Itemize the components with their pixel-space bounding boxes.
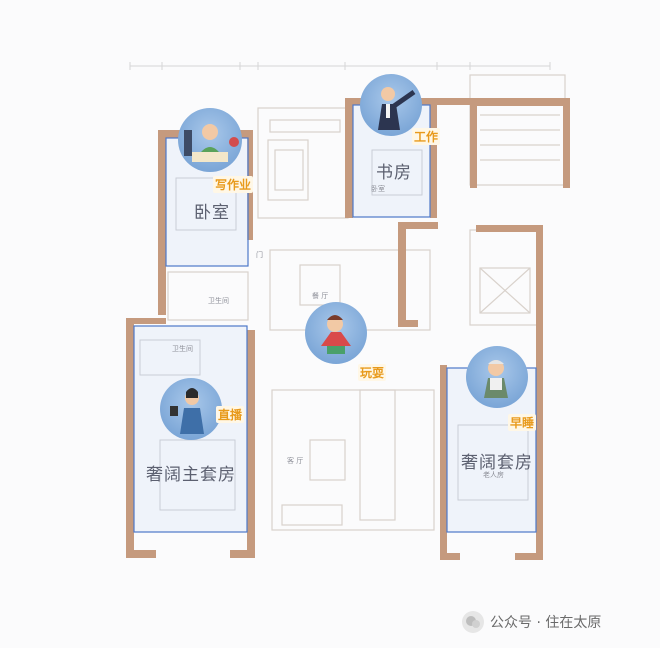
homework-tag: 写作业 — [213, 176, 254, 193]
walls — [126, 98, 570, 560]
play-bubble — [305, 302, 367, 364]
wechat-icon — [462, 611, 484, 633]
study-sub-label: 卧室 — [371, 185, 385, 193]
dimension-marks — [129, 62, 551, 70]
furniture — [139, 149, 529, 511]
work-bubble — [360, 74, 422, 136]
sleep-tag: 早睡 — [508, 414, 537, 431]
dining-label: 餐 厅 — [312, 292, 329, 300]
master-suite-label: 奢阔主套房 — [146, 465, 236, 485]
bathroom-master-label: 卫生间 — [172, 345, 193, 353]
play-tag: 玩耍 — [358, 364, 387, 381]
livestream-tag: 直播 — [216, 406, 245, 423]
watermark-text: 公众号 · 住在太原 — [490, 615, 602, 631]
bedroom-label: 卧室 — [194, 203, 230, 223]
suite-sub-label: 老人房 — [483, 471, 504, 479]
study-label: 书房 — [376, 163, 412, 183]
suite-label: 奢阔套房 — [461, 453, 533, 473]
living-label: 客 厅 — [287, 457, 304, 465]
watermark: 公众号 · 住在太原 — [462, 610, 601, 634]
bathroom-upper-label: 卫生间 — [208, 297, 229, 305]
livestream-bubble — [160, 378, 222, 440]
door-label: 门 — [256, 251, 263, 259]
work-tag: 工作 — [412, 128, 441, 145]
sleep-bubble — [466, 346, 528, 408]
homework-bubble — [178, 108, 242, 172]
